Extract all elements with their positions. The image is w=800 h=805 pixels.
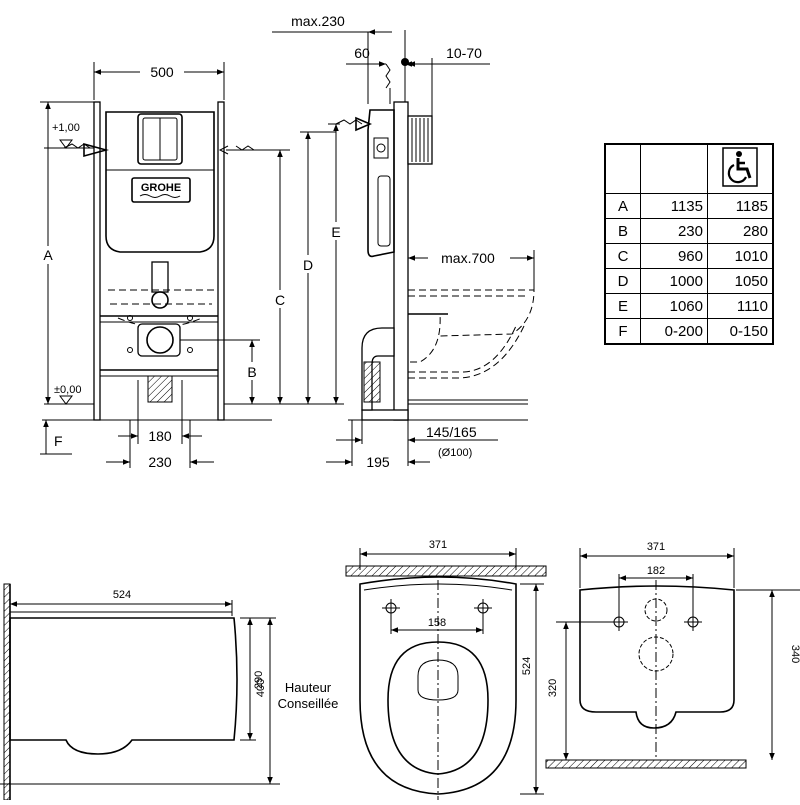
back-height-340-label: 340: [789, 645, 800, 663]
dim-d100-label: (Ø100): [438, 447, 472, 459]
table-row: C 960 1010: [604, 243, 774, 269]
table-row: B 230 280: [604, 218, 774, 244]
bowl-top-outline: [359, 576, 517, 795]
dim-max700-label: max.700: [441, 250, 495, 266]
bowl-height-400-label: 400: [255, 679, 267, 697]
brand-label-box: [131, 177, 191, 203]
cistern-body: [105, 111, 215, 253]
bowl-back-outline: [579, 585, 735, 729]
frame-left-leg: [93, 101, 101, 421]
back-height-320-label: 320: [547, 679, 559, 697]
frame-front-view: GROHE +1,00 ±0,00: [40, 62, 300, 470]
bowl-length-label: 524: [113, 589, 131, 601]
level-zero-label: ±0,00: [54, 384, 81, 396]
back-mounting-hole-right: [684, 613, 702, 631]
dim-195-label: 195: [366, 454, 390, 470]
bowl-side-outline: [9, 617, 238, 755]
dim-145-165-label: 145/165: [426, 424, 477, 440]
bowl-back-view: 371 182 340 320: [545, 541, 800, 769]
top-length-label: 524: [521, 657, 533, 675]
flush-plate: [137, 113, 183, 165]
top-hole-spacing-label: 158: [428, 617, 446, 629]
dim-B-label: B: [247, 364, 256, 380]
recommended-height-note-line1: Hauteur: [285, 680, 332, 695]
level-plus-label: +1,00: [52, 122, 80, 134]
table-row: D 1000 1050: [604, 268, 774, 294]
dim-C-label: C: [275, 292, 285, 308]
frame-side-view: max.230 60 10-70 D E max.700 195: [272, 13, 535, 470]
dim-F-label: F: [54, 433, 63, 449]
back-mounting-hole-left: [610, 613, 628, 631]
back-hole-spacing-label: 182: [647, 565, 665, 577]
top-width-label: 371: [429, 539, 447, 551]
dim-500-label: 500: [150, 64, 174, 80]
dim-E-label: E: [331, 224, 340, 240]
recommended-height-note-line2: Conseillée: [278, 696, 339, 711]
frame-side-post: [393, 101, 409, 421]
table-row: F 0-200 0-150: [604, 318, 774, 345]
dim-D-label: D: [303, 257, 313, 273]
dim-A-label: A: [43, 247, 53, 263]
bowl-top-view: 158 371 524: [345, 539, 547, 800]
table-row: A 1135 1185: [604, 193, 774, 219]
back-width-label: 371: [647, 541, 665, 553]
dim-60-label: 60: [354, 45, 370, 61]
dim-180-label: 180: [148, 428, 172, 444]
wheelchair-accessibility-icon: [722, 147, 758, 191]
dim-max230-label: max.230: [291, 13, 345, 29]
bowl-height-290-label: 290: [253, 671, 265, 689]
table-header-row: [604, 143, 774, 194]
dimension-table: A 1135 1185 B 230 280 C 960 1010 D 1000 …: [604, 143, 774, 345]
table-row: E 1060 1110: [604, 293, 774, 319]
brand-label: GROHE: [141, 182, 181, 194]
bowl-side-view: 524 290 400 Hauteur Conseillée: [0, 583, 339, 801]
dim-10-70-label: 10-70: [446, 45, 482, 61]
dim-230-label: 230: [148, 454, 172, 470]
